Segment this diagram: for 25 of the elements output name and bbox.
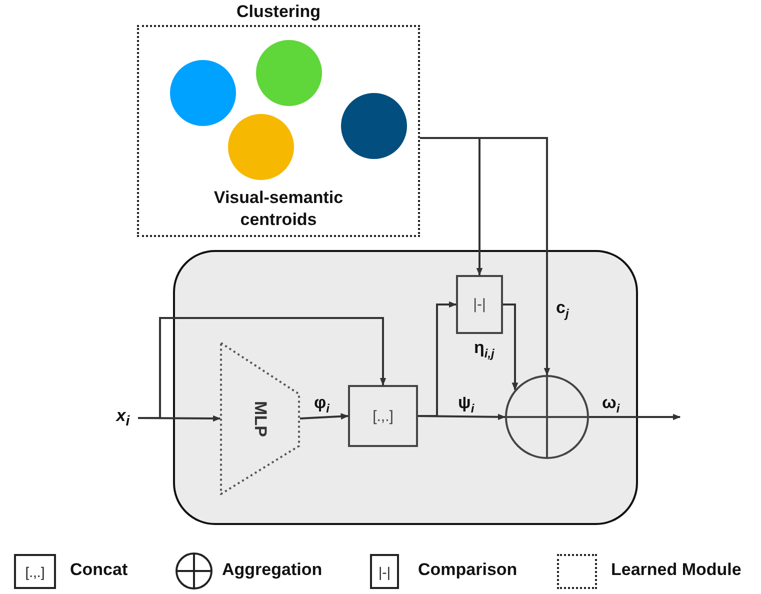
legend-label: Learned Module	[611, 560, 742, 580]
mlp-label: MLP	[250, 400, 270, 436]
legend-symbol-label: [.,.]	[25, 564, 45, 580]
concat-box: [.,.]	[348, 385, 418, 447]
module-title: Clustering	[235, 2, 322, 22]
input-variable-label: x$_{i}$	[108, 404, 138, 432]
arrow	[300, 413, 349, 420]
legend-label: Comparison	[418, 560, 518, 580]
legend-symbol-label: |-|	[378, 564, 390, 580]
arrow	[589, 414, 681, 420]
centroids-caption: Visual-semantic centroids	[212, 187, 344, 231]
edge-label: η$_{i,j}$	[474, 338, 494, 360]
arrow	[420, 137, 550, 376]
edge-label: ω$_{i}$	[602, 393, 620, 416]
edge-label: c$_{j}$	[556, 298, 569, 320]
arrow	[138, 317, 386, 419]
legend-label: Concat	[70, 560, 128, 580]
module-container	[173, 250, 638, 525]
comparison-box: |-|	[456, 275, 503, 334]
legend-label: Aggregation	[222, 560, 322, 580]
edge-label: φ$_{i}$	[314, 393, 330, 416]
arrow	[418, 301, 457, 417]
edge-label: ψ$_{i}$	[458, 393, 474, 416]
aggregation-symbol	[505, 375, 589, 459]
arrow	[503, 304, 518, 391]
